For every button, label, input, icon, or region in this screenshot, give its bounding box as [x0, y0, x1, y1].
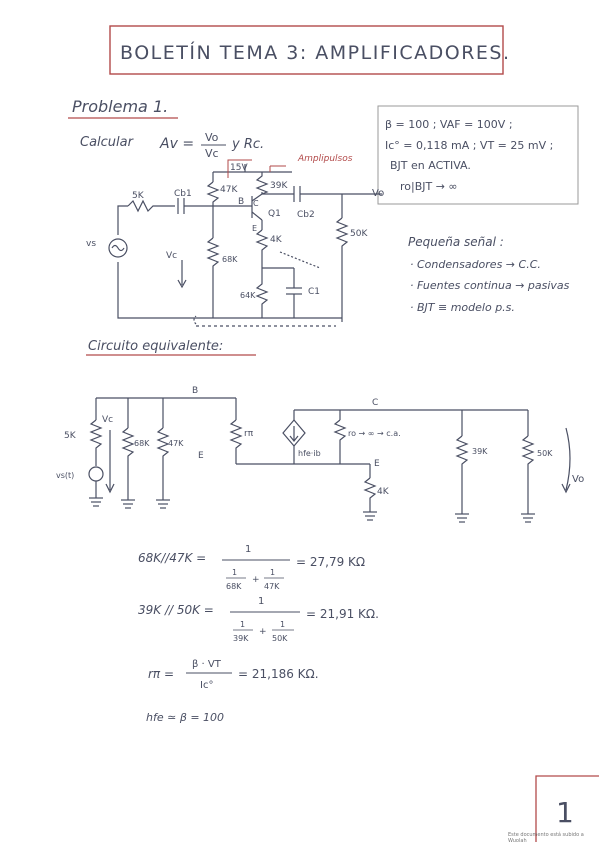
eq2-d1: 1 — [240, 620, 245, 629]
c1-r5k-label: 5K — [132, 191, 145, 201]
eq-vs-label: vs(t) — [56, 471, 74, 480]
task-av-den: Vc — [205, 147, 219, 160]
eq1-num: 1 — [245, 544, 251, 555]
eq-b-label: B — [192, 386, 198, 396]
eq-rpi-label: rπ — [244, 429, 254, 439]
note-1: · Condensadores → C.C. — [410, 258, 541, 271]
eq2-d2: 1 — [280, 620, 285, 629]
eq2-d2b: 50K — [272, 634, 288, 643]
c1-r64k-label: 64K — [240, 291, 256, 300]
eq2-rhs: = 21,91 KΩ. — [306, 607, 379, 621]
eq1-plus: + — [252, 575, 260, 585]
c1-e-label: E — [252, 224, 257, 233]
eq-hfe-label: hfe·ib — [298, 449, 321, 458]
bias-bracket — [269, 165, 286, 172]
notes-heading: Pequeña señal : — [408, 235, 504, 249]
eq3-rhs: = 21,186 KΩ. — [238, 667, 319, 681]
amplifier-circuit — [108, 164, 349, 327]
eq1-d2b: 47K — [264, 582, 280, 591]
param-line-2: Ic° = 0,118 mA ; VT = 25 mV ; — [385, 139, 553, 152]
title-box — [109, 25, 504, 75]
eq-r5k-label: 5K — [64, 431, 77, 441]
page-title: BOLETÍN TEMA 3: AMPLIFICADORES. — [120, 41, 511, 64]
note-3: · BJT ≡ modelo p.s. — [410, 301, 515, 314]
c1-vc-label: Vc — [166, 251, 177, 261]
task-av-num: Vo — [205, 131, 219, 144]
task-note: Amplipulsos — [297, 154, 353, 164]
c1-r39-label: 39K — [270, 181, 288, 191]
eq1-d1b: 68K — [226, 582, 242, 591]
eq-ro-label: ro → ∞ → c.a. — [348, 429, 401, 438]
c1-cb2-label: Cb2 — [297, 210, 315, 220]
c1-cb1-label: Cb1 — [174, 189, 192, 199]
eq3-lhs: rπ = — [148, 667, 174, 681]
eq4: hfe ≃ β = 100 — [146, 711, 224, 724]
note-2: · Fuentes continua → pasivas — [410, 279, 570, 292]
eq2-lhs: 39K // 50K = — [138, 603, 214, 617]
c1-b-label: B — [238, 197, 244, 207]
eq-r68-label: 68K — [134, 439, 150, 448]
task-av: Av = — [159, 136, 194, 152]
task-rest: y Rc. — [231, 137, 264, 152]
c1-vcc-label: 15V — [230, 163, 248, 173]
eq-r47-label: 47K — [168, 439, 184, 448]
c1-r47-label: 47K — [220, 185, 238, 195]
equiv-heading: Circuito equivalente: — [88, 339, 223, 354]
eq2-d1b: 39K — [233, 634, 249, 643]
c1-c1-label: C1 — [308, 287, 320, 297]
eq1-d2: 1 — [270, 568, 275, 577]
c1-r50k-label: 50K — [350, 229, 368, 239]
c1-vs-label: vs — [86, 239, 96, 249]
eq-r4k-label: 4K — [377, 487, 390, 497]
eq-r50-label: 50K — [537, 449, 553, 458]
eq2-plus: + — [259, 627, 267, 637]
param-line-3: BJT en ACTIVA. — [390, 159, 471, 172]
c1-r4k-label: 4K — [270, 235, 283, 245]
eq-e2-label: E — [374, 459, 380, 469]
equivalent-circuit — [88, 397, 571, 523]
c1-r68-label: 68K — [222, 255, 238, 264]
eq3-den: Ic° — [200, 680, 213, 691]
param-line-1: β = 100 ; VAF = 100V ; — [385, 118, 513, 131]
eq1-rhs: = 27,79 KΩ — [296, 555, 365, 569]
task-prefix: Calcular — [80, 135, 135, 150]
page-number-frame — [535, 775, 599, 842]
c1-c-label: C — [253, 199, 259, 208]
eq-e1-label: E — [198, 451, 204, 461]
c1-q-label: Q1 — [268, 209, 281, 219]
eq1-d1: 1 — [232, 568, 237, 577]
eq-vc-label: Vc — [102, 415, 113, 425]
param-line-4: ro|BJT → ∞ — [400, 180, 458, 193]
problem-heading: Problema 1. — [72, 97, 168, 116]
eq-r39-label: 39K — [472, 447, 488, 456]
eq-c-label: C — [372, 398, 378, 408]
footer-note: Este documento está subido a Wuolah — [508, 832, 584, 844]
page-number: 1 — [556, 796, 574, 829]
vcc-bracket — [227, 159, 252, 178]
eq3-num: β · VT — [192, 659, 222, 670]
eq2-num: 1 — [258, 596, 264, 607]
params-box — [377, 105, 579, 205]
eq1-lhs: 68K//47K = — [138, 551, 206, 565]
eq-vo-label: Vo — [572, 474, 584, 485]
